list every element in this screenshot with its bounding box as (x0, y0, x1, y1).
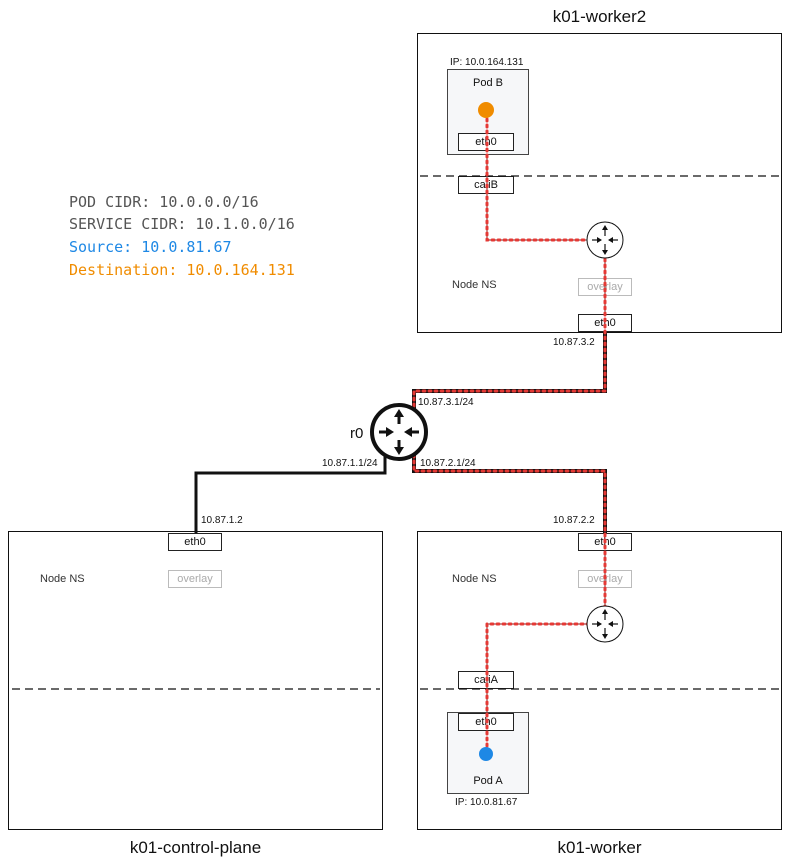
control-eth0-ip: 10.87.1.2 (201, 515, 243, 526)
control-eth0: eth0 (168, 533, 222, 551)
destination-text: Destination: 10.0.164.131 (69, 261, 295, 279)
control-plane-title: k01-control-plane (129, 838, 262, 857)
pod-a-ip: IP: 10.0.81.67 (455, 797, 518, 808)
worker2-node-router-icon (586, 221, 624, 259)
r0-router-icon (370, 403, 428, 461)
source-text: Source: 10.0.81.67 (69, 238, 232, 256)
path-worker-router-to-r0 (412, 446, 607, 610)
link-r0-worker2 (412, 332, 607, 415)
link-r0-control (194, 450, 387, 533)
pod-b-ip: IP: 10.0.164.131 (450, 57, 524, 68)
pod-a-name: Pod A (473, 775, 503, 787)
router-name: r0 (350, 425, 364, 442)
control-node-ns-label: Node NS (40, 573, 85, 585)
router-if-control: 10.87.1.1/24 (322, 458, 378, 469)
pod-b-name: Pod B (473, 77, 503, 89)
worker-title: k01-worker (557, 838, 642, 857)
service-cidr-text: SERVICE CIDR: 10.1.0.0/16 (69, 215, 295, 233)
pod-b-dot (478, 102, 494, 118)
worker-node-router-icon (586, 605, 624, 643)
control-overlay: overlay (168, 570, 222, 588)
worker-eth0-ip: 10.87.2.2 (553, 515, 595, 526)
router-if-worker: 10.87.2.1/24 (420, 458, 476, 469)
router-if-worker2: 10.87.3.1/24 (418, 397, 474, 408)
worker2-eth0-ip: 10.87.3.2 (553, 337, 595, 348)
path-r0-to-worker2 (412, 254, 607, 414)
pod-a-dot (479, 747, 493, 761)
worker2-inner-link (486, 155, 590, 241)
path-worker2-router-to-pod-b (485, 108, 592, 242)
path-pod-a-to-worker-router (485, 622, 592, 754)
worker2-title: k01-worker2 (552, 7, 647, 26)
pod-cidr-text: POD CIDR: 10.0.0.0/16 (69, 193, 259, 211)
link-r0-worker (412, 445, 607, 533)
worker2-node-ns-label: Node NS (452, 279, 497, 291)
worker-node-ns-label: Node NS (452, 573, 497, 585)
worker-inner-link (486, 623, 590, 712)
packet-path (412, 108, 607, 754)
